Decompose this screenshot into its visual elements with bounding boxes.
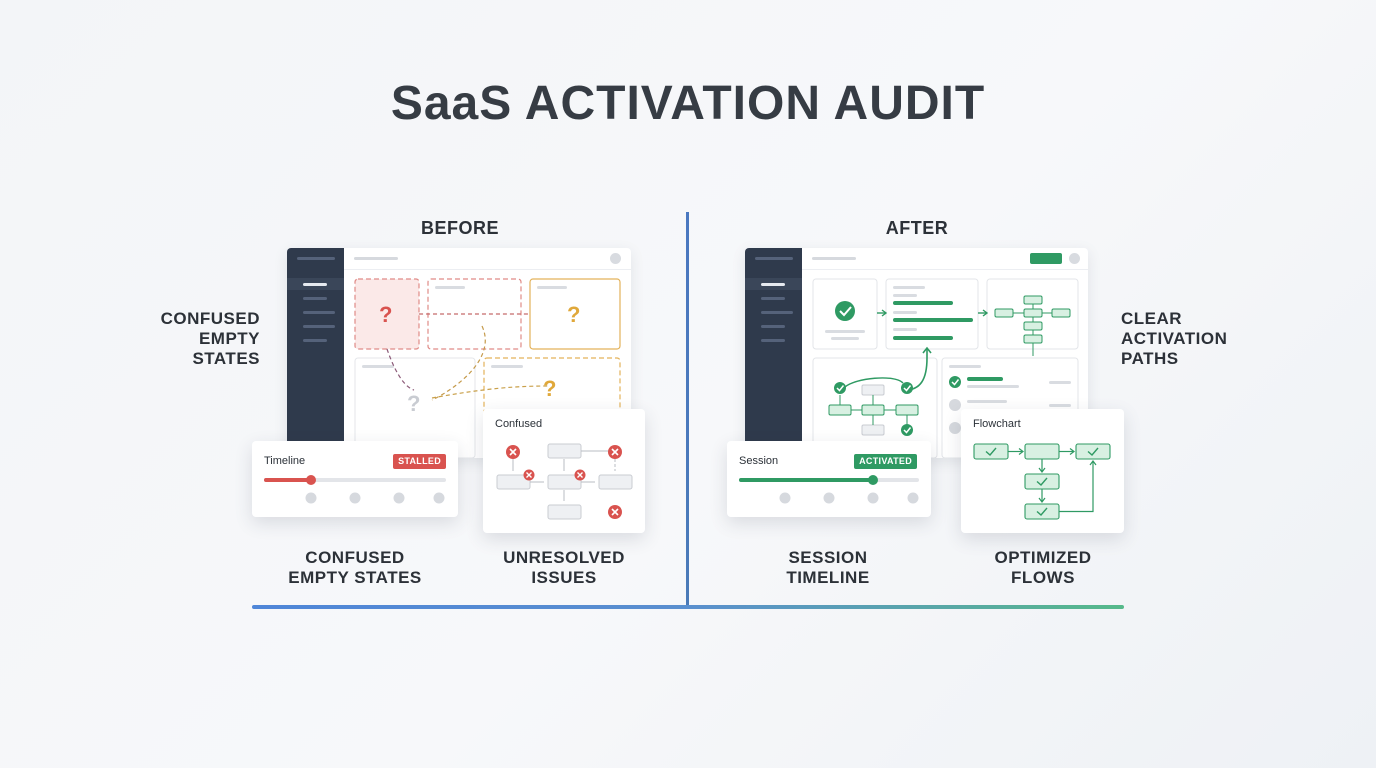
before-dashboard: ? ? ? ? bbox=[287, 248, 631, 458]
side-label-line: STATES bbox=[192, 349, 260, 368]
flowchart-card-title: Flowchart bbox=[973, 418, 1021, 430]
side-label-line: EMPTY bbox=[198, 329, 260, 348]
error-x-icon bbox=[608, 445, 622, 459]
dashboard-topbar bbox=[344, 248, 631, 270]
caption-line: EMPTY STATES bbox=[288, 568, 422, 587]
error-x-icon bbox=[523, 469, 535, 481]
caption-line: TIMELINE bbox=[786, 568, 870, 587]
timeline-track bbox=[264, 475, 446, 504]
caption-line: ISSUES bbox=[531, 568, 597, 587]
question-mark-icon: ? bbox=[567, 302, 581, 327]
check-circle-icon bbox=[901, 424, 913, 436]
side-label-line: CONFUSED bbox=[160, 309, 260, 328]
check-icon bbox=[985, 447, 1099, 516]
caption-line: OPTIMIZED bbox=[994, 548, 1092, 567]
error-x-icon bbox=[608, 505, 622, 519]
question-mark-icon: ? bbox=[379, 302, 393, 327]
question-mark-icon: ? bbox=[407, 391, 421, 416]
side-label-line: PATHS bbox=[1121, 349, 1179, 368]
dashboard-topbar bbox=[802, 248, 1088, 270]
before-caption-left: CONFUSED EMPTY STATES bbox=[270, 548, 440, 588]
after-caption-left: SESSION TIMELINE bbox=[748, 548, 908, 588]
dashboard-sidebar bbox=[287, 248, 344, 458]
after-side-label: CLEAR ACTIVATION PATHS bbox=[1121, 309, 1261, 369]
after-caption-right: OPTIMIZED FLOWS bbox=[963, 548, 1123, 588]
flowchart-card: Flowchart bbox=[961, 409, 1124, 533]
error-x-icon bbox=[506, 445, 520, 459]
caption-line: SESSION bbox=[788, 548, 868, 567]
confused-flow-diagram bbox=[496, 443, 633, 520]
session-card-title: Session bbox=[739, 455, 779, 467]
caption-line: UNRESOLVED bbox=[503, 548, 625, 567]
center-divider bbox=[686, 212, 689, 608]
activated-badge: ACTIVATED bbox=[854, 454, 917, 469]
before-caption-right: UNRESOLVED ISSUES bbox=[484, 548, 644, 588]
side-label-line: ACTIVATION bbox=[1121, 329, 1228, 348]
page-title: SaaS ACTIVATION AUDIT bbox=[390, 77, 986, 130]
caption-line: CONFUSED bbox=[305, 548, 405, 567]
check-circle-icon bbox=[835, 301, 855, 321]
check-circle-icon bbox=[949, 376, 961, 388]
question-mark-icon: ? bbox=[543, 376, 557, 401]
session-track bbox=[739, 475, 919, 504]
optimized-flow-diagram bbox=[973, 443, 1111, 520]
session-card: Session ACTIVATED bbox=[727, 441, 931, 517]
gradient-baseline bbox=[252, 605, 1124, 609]
confused-card: Confused bbox=[483, 409, 645, 533]
before-heading: BEFORE bbox=[420, 218, 499, 238]
before-side-label: CONFUSED EMPTY STATES bbox=[120, 309, 260, 369]
confused-card-title: Confused bbox=[495, 418, 543, 430]
error-x-icon bbox=[574, 469, 586, 481]
check-circle-icon bbox=[901, 382, 913, 394]
timeline-card-title: Timeline bbox=[264, 455, 306, 467]
caption-line: FLOWS bbox=[1011, 568, 1075, 587]
dashboard-sidebar bbox=[745, 248, 802, 458]
check-circle-icon bbox=[834, 382, 846, 394]
stalled-badge: STALLED bbox=[393, 454, 446, 469]
timeline-card: Timeline STALLED bbox=[252, 441, 458, 517]
after-heading: AFTER bbox=[885, 218, 949, 238]
side-label-line: CLEAR bbox=[1121, 309, 1183, 328]
